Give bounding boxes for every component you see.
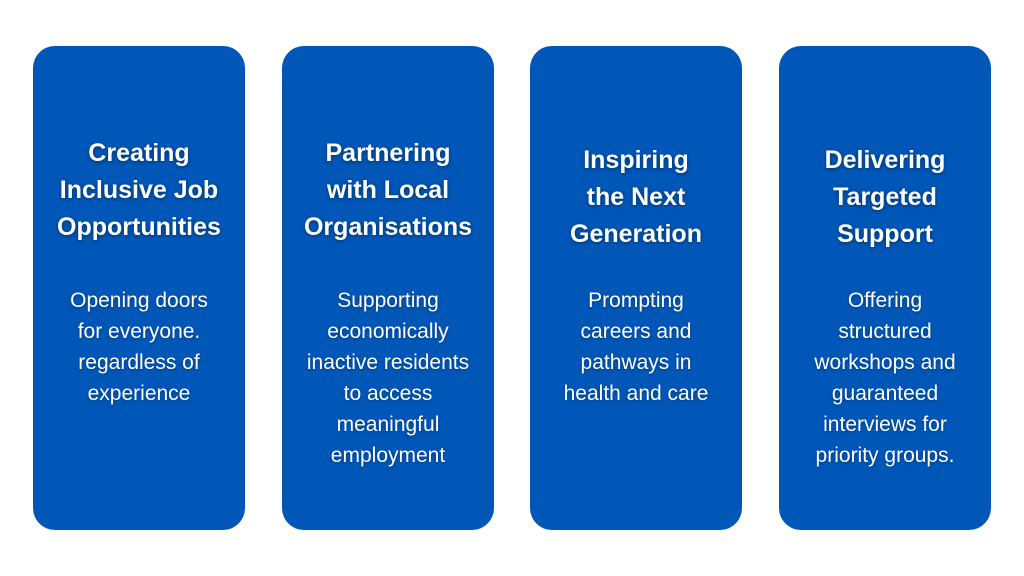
card-description-line: workshops and [814, 351, 956, 374]
card-description-line: pathways in [580, 351, 692, 374]
card-description-line: regardless of [78, 351, 200, 374]
card-title-line: Opportunities [57, 213, 221, 241]
card-description: Opening doors for everyone. regardless of e… [33, 285, 245, 409]
card-description: Supporting economically inactive residents… [282, 285, 494, 471]
card-title-line: Partnering [325, 139, 451, 167]
card-title-line: Organisations [303, 213, 473, 241]
card-title-line: Inspiring [583, 146, 689, 174]
card-description-line: for everyone. [77, 320, 201, 343]
card-description-line: Opening doors [70, 289, 208, 312]
card-description-line: economically [327, 320, 449, 343]
card-title-line: Generation [570, 220, 702, 248]
card-description-line: health and care [563, 382, 709, 405]
card-description-line: careers and [580, 320, 692, 343]
card-description-line: Supporting [337, 289, 439, 312]
card-description-line: interviews for [823, 413, 947, 436]
card-description-line: guaranteed [831, 382, 939, 405]
card-description-line: Offering [847, 289, 923, 312]
card-title-line: Support [837, 220, 933, 248]
card-title-line: with Local [326, 176, 450, 204]
card-description-line: structured [838, 320, 932, 343]
card-title-line: the Next [586, 183, 686, 211]
card-description: Prompting careers and pathways in health an… [530, 285, 742, 409]
card-description: Offering structured workshops and guarantee… [779, 285, 991, 471]
card-description-line: meaningful [336, 413, 440, 436]
card-description-line: employment [330, 444, 446, 467]
card-title-line: Inclusive Job [59, 176, 219, 204]
card-description-line: inactive residents [306, 351, 470, 374]
card-description-line: priority groups. [815, 444, 955, 467]
card-title-line: Delivering [824, 146, 946, 174]
card-description-line: Prompting [588, 289, 684, 312]
card-title-line: Creating [88, 139, 190, 167]
card-title-line: Targeted [833, 183, 937, 211]
card-description-line: to access [343, 382, 433, 405]
card-description-line: experience [87, 382, 191, 405]
